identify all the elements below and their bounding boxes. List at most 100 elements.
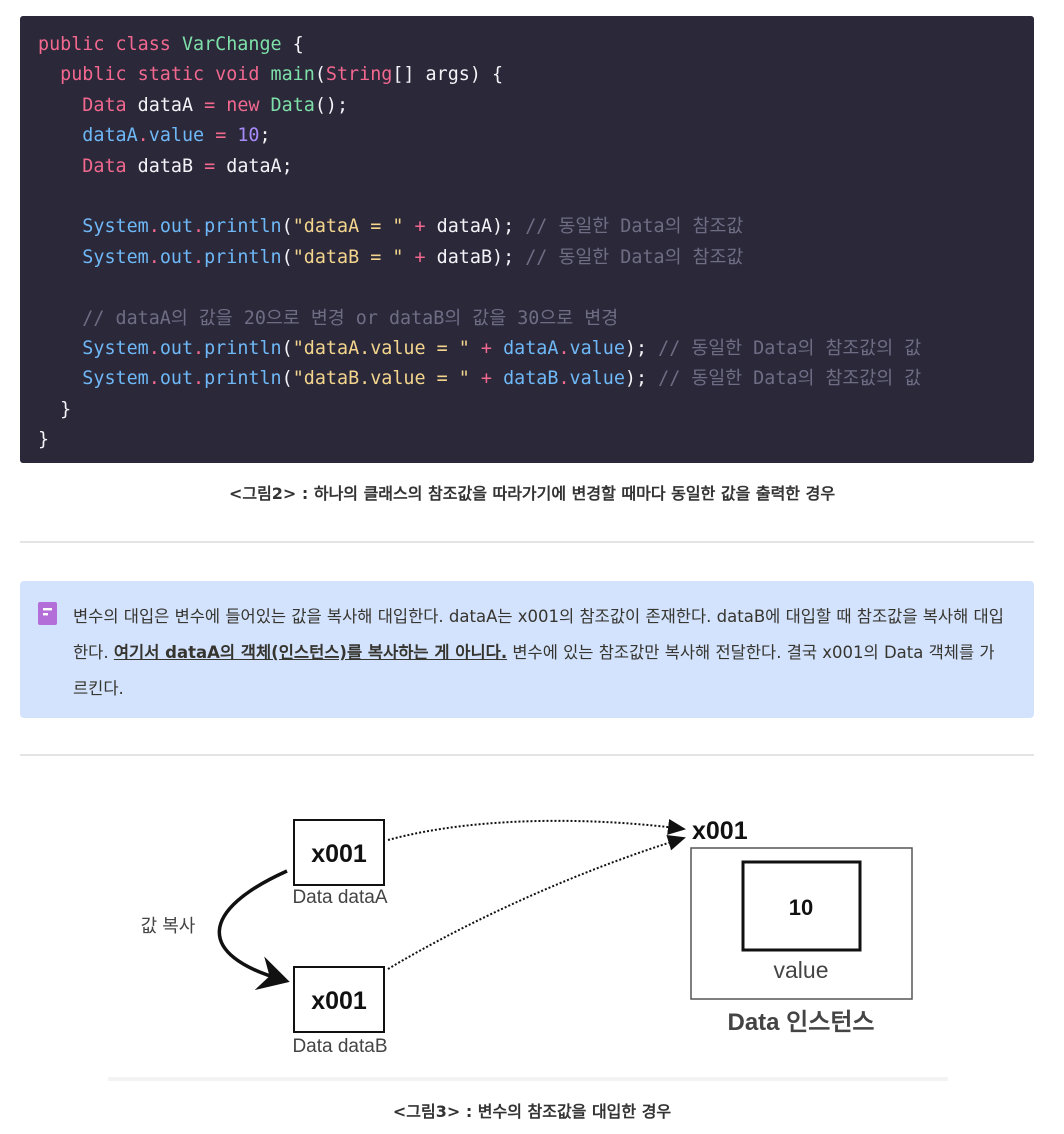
code-token: "dataA = " (292, 216, 404, 238)
code-token: out (159, 337, 194, 359)
code-token: System (82, 368, 149, 390)
document-icon (38, 602, 57, 625)
code-token: ); (624, 368, 659, 390)
code-token: dataA (82, 125, 138, 147)
code-line: System.out.println("dataA = " + dataA); … (38, 212, 1034, 242)
code-token (38, 216, 82, 237)
code-token: dataA (503, 337, 559, 359)
copy-arrow (217, 869, 290, 991)
code-token: println (204, 337, 282, 359)
dataB-label: Data dataB (292, 1036, 387, 1057)
code-token: . (193, 337, 205, 359)
code-token: "dataB.value = " (292, 368, 470, 390)
code-token: ( (314, 64, 326, 86)
code-token: dataA; (226, 155, 293, 177)
code-token: . (137, 125, 149, 147)
code-token: . (558, 368, 570, 390)
code-token: 10 (237, 125, 260, 147)
code-line: public class VarChange { (38, 30, 1034, 60)
copy-label: 값 복사 (141, 916, 196, 936)
callout-text-part: 변수의 대입은 변수에 들어있는 값을 복사해 대입한다. dataA는 x00… (73, 607, 1004, 662)
code-token: "dataB = " (292, 246, 404, 268)
code-token: println (204, 368, 282, 390)
code-token (38, 64, 60, 85)
code-token: ( (281, 368, 293, 390)
code-token: out (159, 368, 194, 390)
code-line: System.out.println("dataB = " + dataB); … (38, 243, 1034, 273)
code-token: value (569, 368, 625, 390)
code-token: main (270, 64, 315, 86)
code-token: + (469, 337, 504, 359)
code-token: = (204, 155, 227, 177)
divider (20, 541, 1034, 543)
code-token: = new (204, 94, 271, 116)
code-token: dataB (137, 155, 205, 177)
code-token: // 동일한 Data의 참조값의 값 (658, 337, 922, 359)
figure-caption-3: <그림3> : 변수의 참조값을 대입한 경우 (392, 1102, 672, 1121)
code-token: + (403, 246, 437, 268)
code-token (38, 338, 82, 359)
divider (108, 1077, 948, 1081)
code-token: } (38, 398, 72, 420)
code-token: println (204, 216, 282, 238)
field-value: 10 (789, 895, 813, 920)
code-token: . (148, 246, 160, 268)
code-token: dataA (137, 94, 205, 116)
callout-emphasis: 여기서 dataA의 객체(인스턴스)를 복사하는 게 아니다. (113, 643, 508, 662)
code-token: public class (38, 34, 182, 55)
dataA-label: Data dataA (292, 887, 387, 908)
callout-text: 변수의 대입은 변수에 들어있는 값을 복사해 대입한다. dataA는 x00… (73, 599, 1004, 707)
code-token: System (82, 216, 149, 238)
code-token: Data (270, 94, 315, 116)
code-line (38, 273, 1034, 303)
code-token: value (569, 337, 625, 359)
code-line (38, 182, 1034, 212)
code-block: public class VarChange { public static v… (20, 16, 1034, 463)
variable-dataA: x001 Data dataA (292, 819, 388, 908)
dataB-value: x001 (311, 987, 367, 1015)
code-token (38, 247, 82, 268)
code-token: ; (259, 125, 271, 147)
divider (20, 754, 1034, 756)
code-line: Data dataB = dataA; (38, 152, 1034, 182)
code-token: dataB (503, 368, 559, 390)
code-token: public static void (60, 64, 271, 86)
code-token: + (469, 368, 504, 390)
code-token: ( (281, 216, 293, 238)
code-token: = (215, 125, 238, 147)
code-token: . (148, 368, 160, 390)
code-token: value (148, 125, 216, 147)
variable-dataB: x001 Data dataB (292, 966, 388, 1057)
code-token: Data (82, 94, 138, 116)
code-token: // 동일한 Data의 참조값의 값 (658, 368, 922, 390)
callout-text-part: 변수에 있는 참조값만 복사해 전달한다. 결국 x001의 Data 객체를 … (73, 643, 995, 698)
code-token: . (193, 246, 205, 268)
code-line: public static void main(String[] args) { (38, 60, 1034, 90)
code-token: // 동일한 Data의 참조값 (525, 216, 744, 238)
code-token: dataA); (436, 216, 526, 238)
callout-box: 변수의 대입은 변수에 들어있는 값을 복사해 대입한다. dataA는 x00… (20, 581, 1034, 718)
code-token: . (148, 216, 160, 238)
code-token: . (193, 216, 205, 238)
code-token: ); (624, 337, 659, 359)
code-token: . (558, 337, 570, 359)
code-token: dataB); (436, 246, 526, 268)
code-token: // dataA의 값을 20으로 변경 or dataB의 값을 30으로 변… (82, 307, 619, 329)
code-token: System (82, 246, 149, 268)
code-line: } (38, 425, 1034, 455)
code-line: // dataA의 값을 20으로 변경 or dataB의 값을 30으로 변… (38, 304, 1034, 334)
code-token: "dataA.value = " (292, 337, 470, 359)
code-line: System.out.println("dataB.value = " + da… (38, 364, 1034, 394)
code-token (38, 95, 82, 116)
code-token: . (193, 368, 205, 390)
instance-label: Data 인스턴스 (727, 1009, 874, 1036)
code-line: dataA.value = 10; (38, 121, 1034, 151)
code-token: Data (82, 155, 138, 177)
code-token (38, 368, 82, 389)
code-token (38, 308, 82, 329)
code-token: (); (314, 94, 349, 116)
code-token: [] args) { (392, 64, 504, 86)
reference-arrow-dataA (387, 818, 686, 841)
code-token (38, 156, 82, 177)
code-token: out (159, 216, 194, 238)
